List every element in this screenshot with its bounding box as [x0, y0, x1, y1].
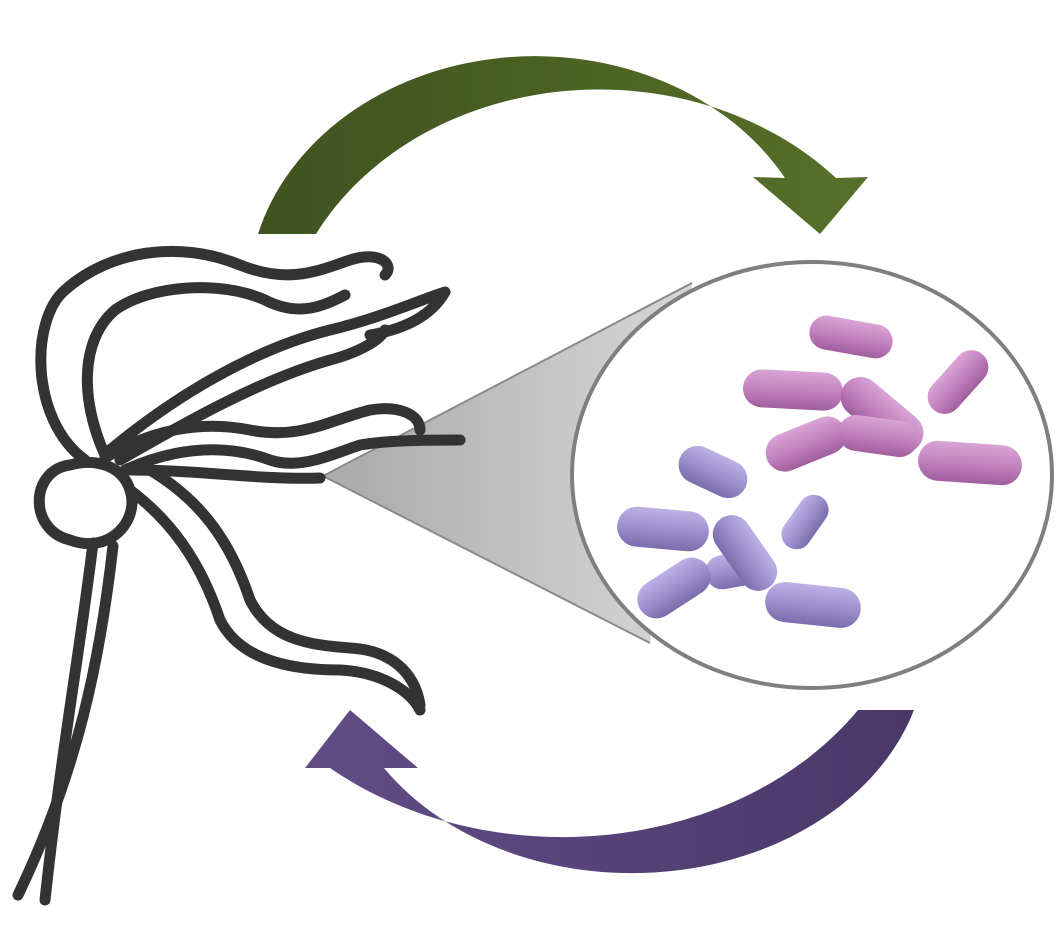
top-arrow-icon	[258, 56, 868, 234]
bacteria-magnified-icon	[572, 262, 1052, 688]
bacterium-pink	[742, 368, 844, 411]
bacterium-pink	[917, 439, 1024, 486]
bottom-arrow-icon	[305, 710, 914, 873]
